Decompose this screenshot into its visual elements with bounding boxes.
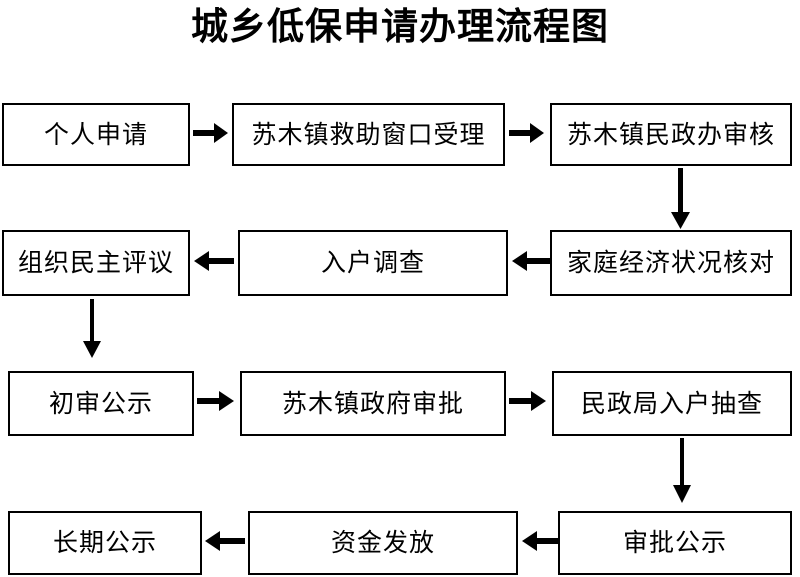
page-title: 城乡低保申请办理流程图: [191, 5, 609, 48]
flow-node-preliminary-publicity[interactable]: 初审公示: [8, 371, 194, 436]
arrow-down-r2c1-to-r3c1: [80, 299, 106, 359]
flow-node-personal-application[interactable]: 个人申请: [2, 103, 190, 166]
flow-node-long-term-publicity[interactable]: 长期公示: [8, 511, 202, 575]
flow-node-approval-publicity[interactable]: 审批公示: [558, 511, 792, 575]
flow-node-civil-affairs-bureau-spot-check[interactable]: 民政局入户抽查: [552, 371, 792, 436]
flow-node-fund-disbursement[interactable]: 资金发放: [248, 511, 518, 575]
flow-node-family-economic-verification[interactable]: 家庭经济状况核对: [550, 230, 792, 296]
arrow-right-r1-b: [509, 120, 545, 146]
arrow-right-r3-b: [509, 388, 547, 414]
flow-node-sumu-relief-window-acceptance[interactable]: 苏木镇救助窗口受理: [232, 103, 505, 166]
arrow-right-r1-a: [193, 120, 229, 146]
flow-node-household-survey[interactable]: 入户调查: [238, 230, 508, 296]
flow-node-sumu-civil-affairs-review[interactable]: 苏木镇民政办审核: [550, 103, 792, 166]
arrow-left-r2-a: [193, 248, 235, 274]
arrow-left-r2-b: [511, 248, 551, 274]
arrow-left-r4-a: [204, 528, 246, 554]
arrow-right-r3-a: [197, 388, 235, 414]
arrow-down-r1c3-to-r2c3: [668, 168, 694, 230]
flow-node-democratic-appraisal[interactable]: 组织民主评议: [2, 230, 190, 296]
flow-node-sumu-government-approval[interactable]: 苏木镇政府审批: [240, 371, 506, 436]
arrow-left-r4-b: [521, 528, 559, 554]
arrow-down-r3c3-to-r4c3: [670, 438, 696, 504]
